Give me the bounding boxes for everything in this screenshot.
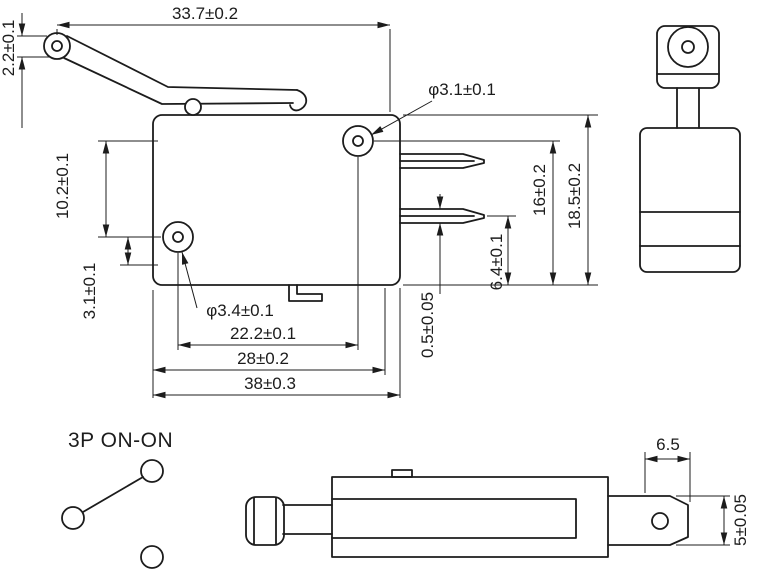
bottom-inner-frame [331,498,577,539]
terminal-lower-blade [399,208,485,224]
bottom-view-dimensions: 6.5 5±0.05 [644,435,750,546]
dim-hole-vertical-spacing-label: 10.2±0.1 [53,153,72,219]
lever-arm-bottom-edge [63,57,294,105]
side-roller-axle [681,40,695,54]
schematic-contact-bottom [140,545,164,569]
side-roller-wheel [667,26,709,68]
dim-terminal-height-label: 16±0.2 [530,164,549,216]
bottom-view [245,469,689,558]
mounting-hole-top-outer [342,125,374,157]
dim-terminal-thickness-label: 0.5±0.05 [418,292,437,358]
schematic-switch-arm [82,476,144,513]
circuit-label: 3P ON-ON [68,429,173,452]
dim-overall-width-label: 38±0.3 [244,374,296,393]
bottom-plunger-bump [391,469,413,478]
front-view-dimensions: 33.7±0.2 2.2±0.1 φ3.1±0.1 10.2±0.1 3.1±0… [0,4,598,399]
bottom-switch-body [331,476,609,558]
dim-terminal-bottom-offset-label: 6.4±0.1 [487,234,506,291]
dim-hole-spacing-label: 22.2±0.1 [230,324,296,343]
dim-bottom-hole-label: φ3.4±0.1 [206,301,274,320]
switch-body [152,114,401,286]
dim-terminal-length-label: 6.5 [656,435,680,454]
mounting-hole-bottom-inner [172,231,184,243]
lever-arm-tip-hook [289,89,308,112]
side-switch-body [639,127,741,273]
dim-lever-thickness-label: 2.2±0.1 [0,20,18,77]
plunger [184,98,202,116]
bottom-terminal-blade [607,495,689,546]
schematic-contact-top [140,459,164,483]
circuit-schematic: 3P ON-ON [61,429,173,569]
dim-mounting-width-label: 28±0.2 [237,349,289,368]
lever-arm-top-edge [66,35,298,91]
dim-terminal-width-label: 5±0.05 [731,494,750,546]
schematic-common-contact [61,506,85,530]
dim-body-height-label: 18.5±0.2 [565,163,584,229]
mounting-hole-top-inner [352,135,364,147]
side-view [639,25,741,273]
dim-top-hole-label: φ3.1±0.1 [428,80,496,99]
terminal-upper-blade [399,153,485,169]
mounting-hole-bottom-outer [162,221,194,253]
bottom-roller-barrel [245,496,285,546]
bottom-terminal-hole [651,512,669,530]
leader-top-hole [370,100,433,136]
side-roller-housing [656,25,720,89]
dim-lever-length-label: 33.7±0.2 [172,4,238,23]
front-view [43,32,485,302]
terminal-common-bracket [288,284,323,302]
lever-roller-hole [51,40,63,52]
leader-bottom-hole [181,251,198,309]
dim-hole-edge-offset-label: 3.1±0.1 [80,263,99,320]
